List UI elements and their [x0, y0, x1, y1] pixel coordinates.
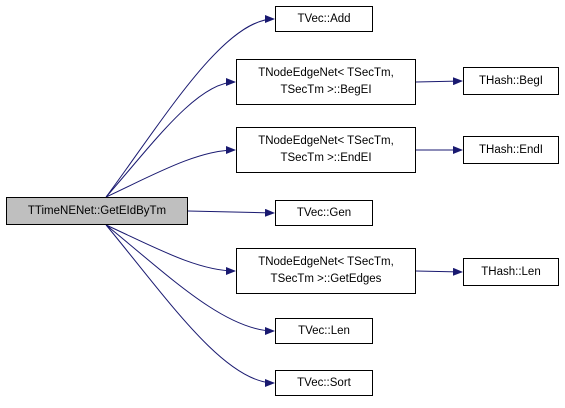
edge-root-to-endei — [105, 146, 236, 198]
node-tvec-add-label: TVec::Add — [297, 12, 351, 25]
node-begei[interactable]: TNodeEdgeNet< TSecTm, TSecTm >::BegEI — [236, 59, 416, 105]
node-endei-line-1: TNodeEdgeNet< TSecTm, — [258, 135, 394, 147]
node-thash-endi[interactable]: THash::EndI — [463, 136, 559, 164]
node-thash-len[interactable]: THash::Len — [463, 258, 559, 286]
edge-root-to-tvec_len — [105, 224, 275, 335]
node-tvec-sort-label: TVec::Sort — [297, 376, 351, 389]
edge-begei-to-thash_begi — [415, 77, 463, 86]
node-tvec-len-label: TVec::Len — [298, 324, 350, 337]
node-tvec-sort[interactable]: TVec::Sort — [275, 370, 373, 396]
node-thash-len-label: THash::Len — [481, 265, 541, 278]
node-thash-endi-label: THash::EndI — [479, 143, 543, 156]
node-root-label: TTimeNENet::GetEIdByTm — [27, 204, 167, 217]
node-begei-line-2: TSecTm >::BegEI — [280, 84, 372, 96]
node-tvec-len[interactable]: TVec::Len — [275, 318, 373, 344]
edge-root-to-begei — [105, 78, 236, 198]
node-tvec-gen-label: TVec::Gen — [296, 206, 352, 219]
node-endei-line-2: TSecTm >::EndEI — [280, 152, 372, 164]
node-getedges-line-2: TSecTm >::GetEdges — [270, 273, 382, 285]
edge-root-to-tvec_gen — [187, 208, 275, 217]
node-endei[interactable]: TNodeEdgeNet< TSecTm, TSecTm >::EndEI — [236, 127, 416, 173]
node-tvec-add[interactable]: TVec::Add — [275, 6, 373, 32]
node-thash-begi[interactable]: THash::BegI — [463, 67, 559, 95]
node-begei-line-1: TNodeEdgeNet< TSecTm, — [258, 67, 394, 79]
node-root: TTimeNENet::GetEIdByTm — [6, 197, 188, 225]
edge-root-to-tvec_sort — [105, 224, 275, 387]
edge-root-to-tvec_add — [105, 15, 275, 198]
node-tvec-gen[interactable]: TVec::Gen — [275, 200, 373, 226]
edge-root-to-getedges — [105, 224, 236, 275]
node-getedges-line-1: TNodeEdgeNet< TSecTm, — [258, 256, 394, 268]
node-getedges[interactable]: TNodeEdgeNet< TSecTm, TSecTm >::GetEdges — [236, 248, 416, 294]
node-thash-begi-label: THash::BegI — [479, 74, 543, 87]
edge-getedges-to-thash_len — [415, 267, 463, 276]
